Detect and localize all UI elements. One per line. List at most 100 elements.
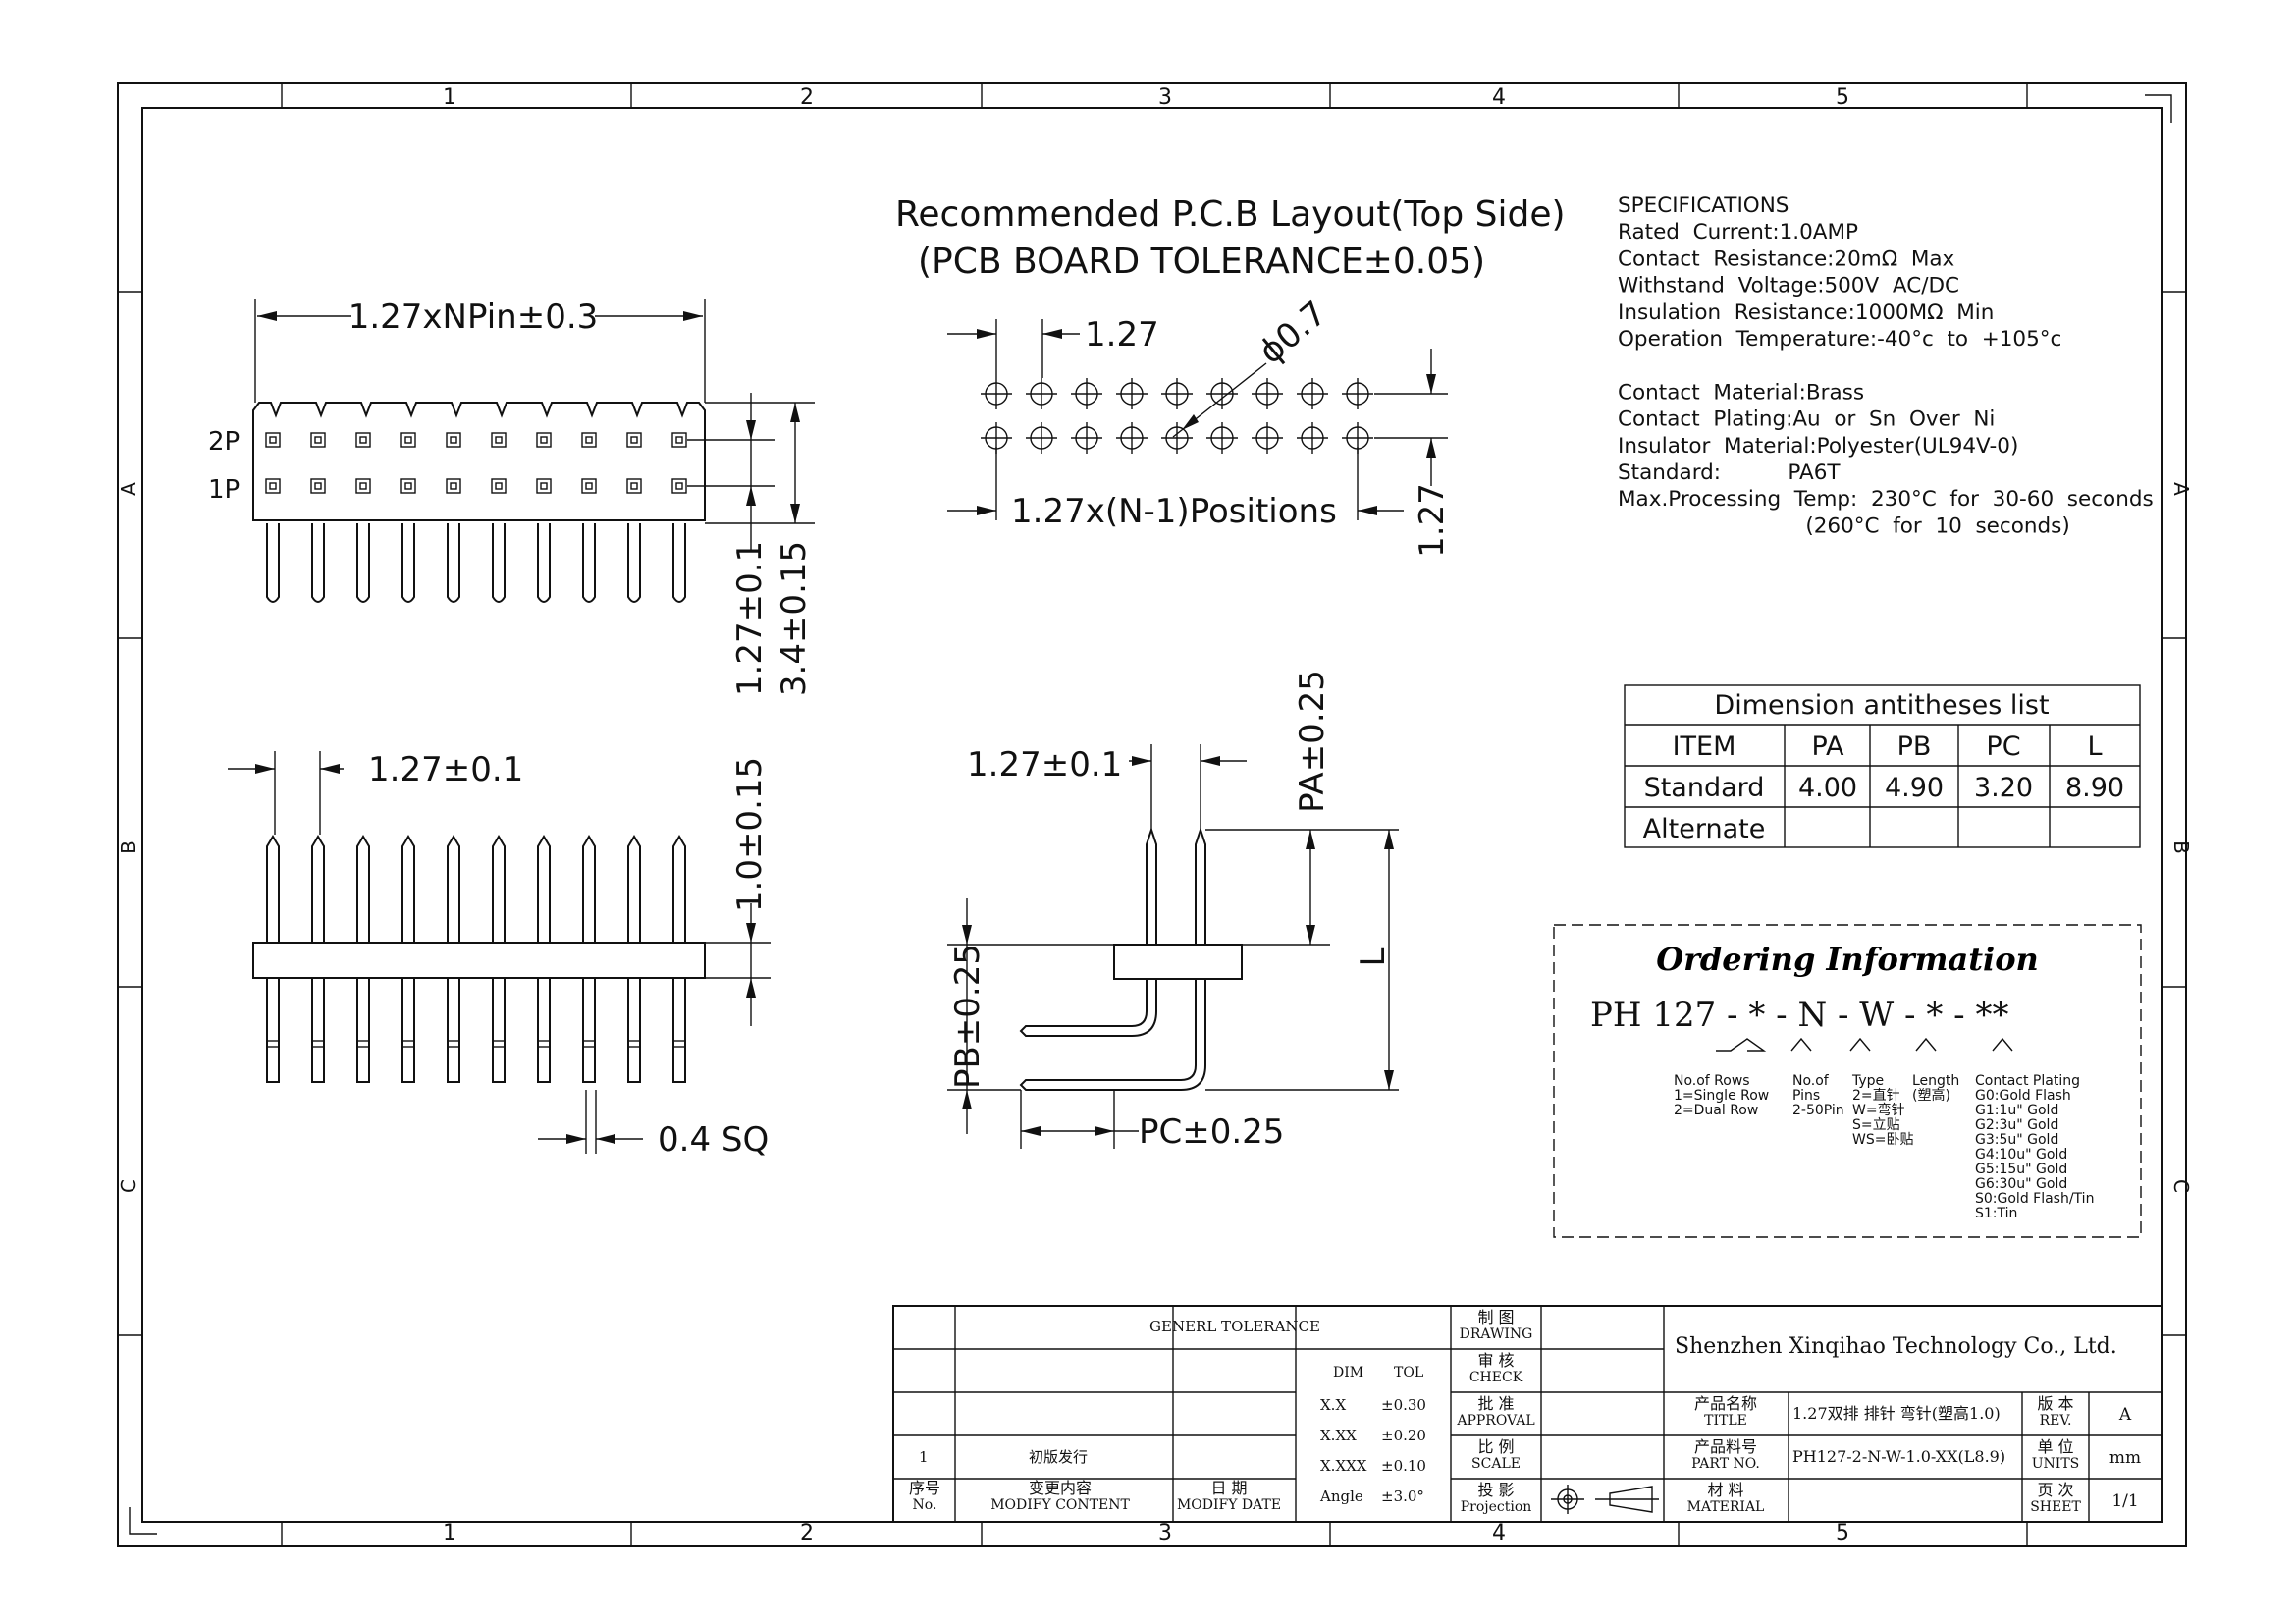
ordering-pins-label: Pins (1792, 1088, 1820, 1104)
check-label: 审 核 (1477, 1351, 1514, 1370)
pin-pad-inner (585, 436, 593, 444)
pin-pad (491, 478, 507, 494)
pin-pad (626, 432, 642, 448)
row-label-b-right: B (2169, 840, 2193, 854)
row-label-a-right: A (2169, 482, 2193, 496)
row-label-b: B (117, 840, 140, 854)
pin-pad (626, 478, 642, 494)
pin-pad-inner (404, 436, 412, 444)
units-label: UNITS (2032, 1456, 2080, 1472)
pin-pad-inner (585, 482, 593, 490)
spec-line: (260°C for 10 seconds) (1618, 514, 2070, 538)
tol-dim-value: X.XXX (1320, 1457, 1367, 1475)
spec-line: Insulator Material:Polyester(UL94V-0) (1618, 434, 2018, 459)
spec-line: Contact Resistance:20mΩ Max (1618, 246, 1955, 271)
pin-pad-inner (540, 482, 548, 490)
ordering-information: Ordering Information PH 127 - * - N - W … (1553, 924, 2142, 1238)
revision-content: 初版发行 (1029, 1448, 1088, 1466)
side-pin-bottom (537, 978, 551, 1083)
col-label-2: 2 (800, 85, 814, 110)
front-pin (311, 523, 325, 603)
title-label: 产品名称 (1694, 1394, 1757, 1413)
tol-dim-value: X.XX (1320, 1427, 1357, 1444)
modify-date-label: MODIFY DATE (1177, 1497, 1281, 1513)
spec-line: Insulation Resistance:1000MΩ Min (1618, 300, 1994, 325)
side-pin-bottom (672, 978, 686, 1083)
pin-pad-inner (540, 436, 548, 444)
title-block: GENERL TOLERANCEDIMTOLDIMX.X±0.30X.XX±0.… (892, 1305, 2163, 1523)
part-no-label: 产品料号 (1694, 1437, 1757, 1456)
row-label-c-right: C (2169, 1179, 2193, 1193)
dim-std-pc: 3.20 (1974, 773, 2033, 803)
side-pin-top (537, 835, 551, 943)
material-label: MATERIAL (1687, 1499, 1765, 1515)
ordering-plating-label: S1:Tin (1975, 1206, 2017, 1221)
company-name: Shenzhen Xinqihao Technology Co., Ltd. (1675, 1334, 2117, 1359)
rev-label: REV. (2040, 1413, 2072, 1429)
pcb-layout: Recommended P.C.B Layout(Top Side) (PCB … (895, 194, 1566, 558)
pin-pad (400, 478, 416, 494)
ordering-rows-label: 2=Dual Row (1674, 1103, 1758, 1118)
pin-pad-inner (675, 436, 683, 444)
spec-line: Standard: PA6T (1618, 460, 1841, 485)
drawing-label: 制 图 (1477, 1308, 1514, 1326)
front-row-dim: 1.27±0.1 (730, 541, 770, 696)
ordering-length-label: (塑高) (1912, 1087, 1950, 1104)
right-angle-view: 1.27±0.1 PA±0.25 L PB±0.25 PC±0.25 (947, 670, 1399, 1152)
pin-pad (671, 432, 687, 448)
pin-pad-inner (450, 482, 457, 490)
spec-line: SPECIFICATIONS (1618, 193, 1789, 218)
pin-pad (581, 432, 597, 448)
side-pin-top (447, 835, 460, 943)
row-1p-label: 1P (208, 475, 240, 505)
general-tolerance: GENERL TOLERANCE (1149, 1318, 1320, 1335)
tol-value: ±0.10 (1381, 1457, 1426, 1475)
pin-pad-inner (269, 436, 277, 444)
side-pin-top (672, 835, 686, 943)
side-pin-top (401, 835, 415, 943)
side-pin-bottom (311, 978, 325, 1083)
pin-square-dim: 0.4 SQ (658, 1120, 769, 1160)
side-pin-top (582, 835, 596, 943)
scale-label: SCALE (1471, 1456, 1521, 1472)
pin-pad-inner (404, 482, 412, 490)
tol-dim-value: Angle (1319, 1488, 1363, 1505)
tol-value: ±3.0° (1381, 1488, 1424, 1505)
spec-line: Contact Material:Brass (1618, 380, 1864, 405)
pcb-subtitle: (PCB BOARD TOLERANCE±0.05) (918, 242, 1485, 282)
title-value: 1.27双排 排针 弯针(塑高1.0) (1792, 1404, 2001, 1423)
pcb-pitch-dim: 1.27 (1085, 315, 1159, 354)
side-pin-top (492, 835, 506, 943)
front-width-dim: 1.27xNPin±0.3 (348, 298, 599, 337)
ordering-plating-label: G1:1u" Gold (1975, 1103, 2058, 1118)
dim-header-l: L (2087, 731, 2102, 762)
l-dim: L (1354, 947, 1393, 966)
approval-label: APPROVAL (1456, 1413, 1534, 1429)
title-label: TITLE (1704, 1413, 1747, 1429)
front-pin (627, 523, 641, 603)
dim-row-standard: Standard (1644, 773, 1765, 803)
ordering-pins-label: No.of (1792, 1073, 1830, 1089)
pc-dim: PC±0.25 (1139, 1112, 1284, 1152)
side-pin-top (311, 835, 325, 943)
ordering-type-label: W=弯针 (1852, 1102, 1905, 1118)
front-pin (356, 523, 370, 603)
ordering-type-label: WS=卧贴 (1852, 1132, 1913, 1148)
ordering-title: Ordering Information (1656, 941, 2039, 978)
dim-header-pa: PA (1811, 731, 1844, 762)
pa-dim: PA±0.25 (1293, 670, 1332, 813)
scale-label: 比 例 (1477, 1437, 1514, 1456)
hole-dia-dim: ϕ0.7 (1252, 294, 1334, 372)
side-pin-bottom (356, 978, 370, 1083)
check-label: CHECK (1469, 1370, 1523, 1385)
dim-header-pc: PC (1986, 731, 2020, 762)
col-label-3-bottom: 3 (1158, 1521, 1172, 1545)
projection-label: Projection (1461, 1499, 1532, 1515)
side-pin-top (266, 835, 280, 943)
pin-pad (581, 478, 597, 494)
pin-pad (491, 432, 507, 448)
ordering-code: PH 127 - * - N - W - * - ** (1590, 996, 2008, 1035)
col-label-5: 5 (1836, 85, 1849, 110)
row-2p-label: 2P (208, 427, 240, 457)
side-pin-bottom (401, 978, 415, 1083)
